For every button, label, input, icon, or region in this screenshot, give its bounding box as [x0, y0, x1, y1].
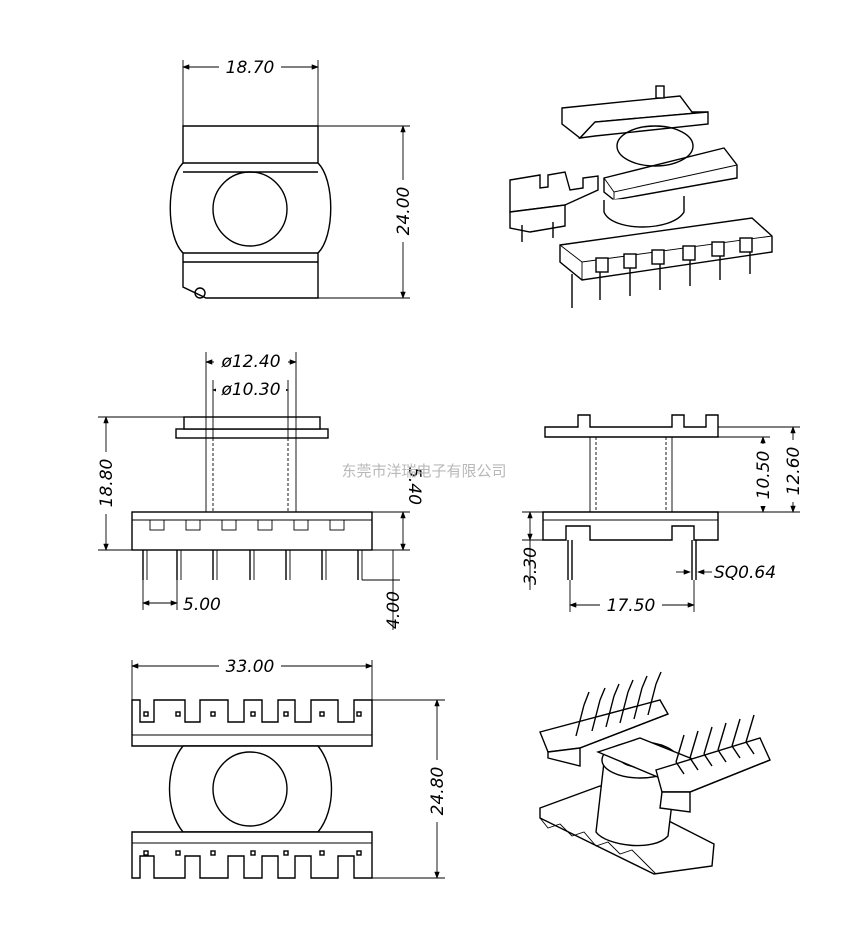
side-height-label: 12.60 [784, 447, 804, 496]
base-height-label: 5.40 [404, 467, 424, 505]
top-width-label: 18.70 [226, 58, 275, 78]
front-view: ø12.40 ø10.30 18.80 5.40 5.00 4.00 [96, 350, 424, 630]
row-spacing-label: 17.50 [607, 596, 656, 616]
iso-view-bottom [539, 671, 771, 875]
inner-height-label: 10.50 [754, 451, 774, 500]
bottom-width-label: 33.00 [226, 657, 275, 677]
top-view: 18.70 24.00 [169, 56, 414, 299]
watermark: 东莞市洋瑞电子有限公司 [341, 462, 506, 480]
pitch-label: 5.00 [183, 595, 221, 615]
pin-size-label: SQ0.64 [714, 563, 776, 583]
overall-height-label: 18.80 [97, 459, 117, 508]
bottom-height-label: 24.80 [428, 767, 448, 816]
bottom-view: 33.00 24.80 [131, 656, 448, 879]
side-view: 10.50 12.60 3.30 SQ0.64 17.50 [521, 414, 804, 616]
core-od-label: ø10.30 [220, 380, 280, 400]
flange-od-label: ø12.40 [220, 352, 280, 372]
pin-standoff-label: 3.30 [521, 547, 541, 585]
top-height-label: 24.00 [394, 187, 414, 236]
pin-length-label: 4.00 [384, 591, 404, 629]
iso-view-top [509, 85, 773, 308]
